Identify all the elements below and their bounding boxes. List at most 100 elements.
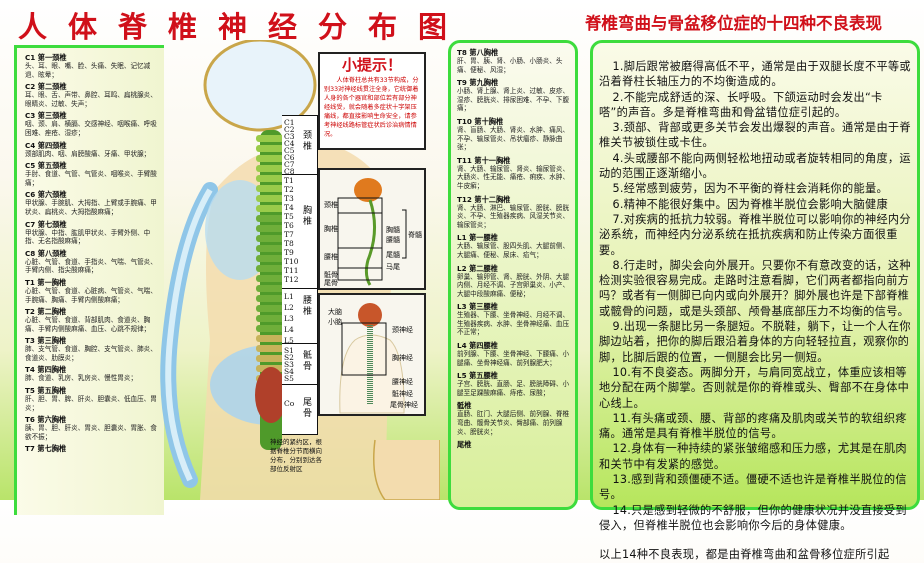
vertebra [256, 255, 286, 262]
vertebra-symptoms: 心脏、气管、食道、背部肌肉、食道炎、胸痛、手臂内侧酸麻痛、血压、心跳不规律； [25, 316, 151, 333]
segment-label: T1 [284, 176, 294, 185]
page-subtitle: 脊椎弯曲与骨盆移位症的十四种不良表现 [585, 14, 882, 33]
vertebra-heading: C1 第一颈椎 [25, 53, 67, 62]
vertebra [256, 175, 286, 182]
region-label: 腰椎 [303, 296, 313, 317]
skull [203, 40, 317, 132]
diagram-label: 大脑 [328, 308, 342, 316]
segment-label: L2 [284, 303, 294, 312]
vertebra-symptoms: 甲状腺、手腕肌、大拇指、上臂或手腕痛、甲状炎、扁桃炎、大拇指酸麻痛； [25, 199, 157, 216]
vertebra-entry: L2 第二腰椎卵巢、输卵管、肾、膀胱、外阴、大腿内侧、月经不调、子宫卵巢炎、小产… [451, 264, 575, 303]
segment-label: C8 [284, 167, 295, 176]
vertebra-entry: 骶椎直肠、肛门、大腿后侧、前列腺、脊椎弯曲、髋骨关节炎、臀部痛、前列腺炎、膀胱炎… [451, 401, 575, 440]
vertebra [256, 335, 286, 342]
segment-label: T7 [284, 230, 294, 239]
vertebra-symptoms: 肝、胆、胃、脾、肝炎、胆囊炎、低血压、胃炎； [25, 395, 157, 412]
vertebra-entry: L4 第四腰椎前列腺、下腰、坐骨神经、下腰痛、小腿痛、坐骨神经痛、前列腺肥大； [451, 341, 575, 371]
vertebra-entry: T5 第五胸椎肝、胆、胃、脾、肝炎、胆囊炎、低血压、胃炎； [17, 386, 164, 415]
symptom-item: 4.头或腰部不能向两侧轻松地扭动或者旋转相同的角度，运动的范围正逐渐缩小。 [599, 151, 911, 181]
segment-label: C6 [284, 153, 295, 162]
vertebra-symptoms: 肾、大肠、输尿管、肾炎、输尿管炎、大肠炎、性无能、痛疮、痢疾、水肿、牛皮癣； [457, 164, 570, 190]
vertebra-symptoms: 前列腺、下腰、坐骨神经、下腰痛、小腿痛、坐骨神经痛、前列腺肥大； [457, 350, 570, 367]
vertebra-symptoms: 直肠、肛门、大腿后侧、前列腺、脊椎弯曲、髋骨关节炎、臀部痛、前列腺炎、膀胱炎； [457, 410, 570, 436]
segment-label: S4 [284, 367, 294, 376]
vertebra [256, 195, 286, 202]
vertebra-heading: L4 第四腰椎 [457, 341, 498, 351]
vertebra [256, 235, 286, 242]
diagram-label: 腰椎 [324, 253, 338, 261]
diagram-label: 颈椎 [324, 201, 338, 209]
diagram-label: 腰髓 [386, 236, 400, 244]
segment-label: T2 [284, 185, 294, 194]
vertebra [256, 185, 286, 192]
brain-icon [354, 178, 382, 202]
vertebra-heading: 尾椎 [457, 440, 472, 450]
segment-label: T12 [284, 275, 299, 284]
vertebra [256, 145, 286, 152]
vertebra-entry: C6 第六颈椎甲状腺、手腕肌、大拇指、上臂或手腕痛、甲状炎、扁桃炎、大拇指酸麻痛… [17, 190, 164, 219]
vertebra [256, 345, 286, 352]
region-label: 尾骨 [303, 398, 313, 419]
vertebra-heading: T6 第六胸椎 [25, 415, 67, 425]
vertebra-heading: C6 第六颈椎 [25, 190, 67, 200]
segment-label: T3 [284, 194, 294, 203]
vertebra-heading: C3 第三颈椎 [25, 111, 67, 121]
vertebra-entry: T11 第十一胸椎肾、大肠、输尿管、肾炎、输尿管炎、大肠炎、性无能、痛疮、痢疾、… [451, 156, 575, 195]
left-arm-bone-inner [165, 188, 213, 482]
vertebra-entry: C8 第八颈椎心脏、气管、食道、手指炎、气喘、气管炎、手臂内侧、指尖酸麻痛； [17, 249, 164, 278]
vertebra-symptoms: 甲状腺、中指、肱肌甲状炎、手臂外侧、中指、无名指酸麻痛； [25, 228, 151, 246]
vertebra-entry: L1 第一腰椎大肠、输尿管、股四头肌、大腿前侧、大腿痛、便秘、尿床、疝气； [451, 233, 575, 263]
vertebra-entry: T4 第四胸椎肺、食道、乳房、乳房炎、慢性胃炎； [17, 365, 164, 386]
vertebra-heading: L5 第五腰椎 [457, 371, 498, 381]
region-label: 颈椎 [303, 131, 313, 152]
diagram-label: 胸髓 [386, 226, 400, 234]
vertebra-heading: L2 第二腰椎 [457, 263, 498, 273]
symptom-item: 14.只是感到轻微的不舒服，但你的健康状况并没直接受到侵入，但脊椎半脱位也会影响… [599, 503, 907, 532]
diagram-label: 尾骨神经 [390, 401, 418, 409]
vertebra-symptoms: 耳、眼、舌、声带、鼻腔、耳鸣、扁桃腺炎、眼睛炎、过敏、失声； [25, 91, 157, 108]
head-brain [358, 303, 382, 327]
segment-label: T4 [284, 203, 294, 212]
diagram-label: 小脑 [328, 318, 342, 326]
symptom-item: 13.感到背和颈僵硬不适。僵硬不适也许是脊椎半脱位的信号。 [599, 473, 907, 502]
vertebra-entry: L3 第三腰椎生殖器、下腰、坐骨神经、月经不调、生殖器疾病、水肿、坐骨神经痛、血… [451, 302, 575, 341]
segment-label: C7 [284, 160, 295, 169]
vertebra-heading: T4 第四胸椎 [25, 365, 67, 375]
vertebra-symptoms: 子宫、膀胱、直肠、足、膀胱障碍、小腿至足踝酸麻痛、痔疮、尿酸； [457, 380, 570, 397]
vertebra-entry: T7 第七胸椎 [17, 444, 164, 456]
diagram-label: 尾髓 [386, 251, 400, 259]
symptom-item: 7.对疾病的抵抗力较弱。脊椎半脱位可以影响你的神经内分泌系统，而神经内分泌系统在… [599, 212, 911, 257]
segment-label: S3 [284, 360, 294, 369]
segment-label: C5 [284, 146, 295, 155]
diagram-label: 骶神经 [392, 390, 413, 398]
vertebra [256, 315, 286, 322]
segment-label: T11 [284, 266, 299, 275]
vertebra-entry: C5 第五颈椎手肘、食道、气管、气管炎、咽喉炎、手臂酸痛； [17, 161, 164, 190]
vertebra-entry: T6 第六胸椎胰、胃、胆、肝炎、胃炎、胆囊炎、胃胀、食欲不振； [17, 415, 164, 444]
diagram-label: 脊髓 [408, 231, 422, 239]
vertebra-entry: C2 第二颈椎耳、眼、舌、声带、鼻腔、耳鸣、扁桃腺炎、眼睛炎、过敏、失声； [17, 82, 164, 111]
symptom-item: 11.有头痛或颈、腰、背部的疼痛及肌肉或关节的软组织疼痛。通常是具有脊椎半脱位的… [599, 411, 907, 441]
vertebra [256, 215, 286, 222]
conclusion: 以上14种不良表现，都是由脊椎弯曲和盆骨移位症所引起 [599, 548, 890, 562]
vertebra [256, 355, 286, 362]
nerve-back-figure [339, 303, 405, 414]
vertebra-heading: L3 第三腰椎 [457, 302, 498, 312]
vertebra-heading: T11 第十一胸椎 [457, 155, 511, 165]
vertebra [256, 325, 286, 332]
hand [373, 439, 440, 500]
symptom-item: 1.脚后跟常被磨得高低不平，通常是由于双腿长度不平等或沿着脊柱长轴压力的不均衡造… [599, 60, 911, 89]
segment-label: L3 [284, 314, 294, 323]
diagram-label: 腰神经 [392, 378, 413, 386]
vertebra-heading: T2 第二胸椎 [25, 307, 67, 317]
region-label: 骶骨 [303, 351, 313, 372]
sacrum [255, 367, 287, 423]
segment-label: L5 [284, 336, 294, 345]
diagram-label: 颈神经 [392, 326, 413, 334]
vertebra-heading: C8 第八颈椎 [25, 248, 67, 258]
vertebra-entry: T8 第八胸椎肝、胃、胰、肾、小肠、小肠炎、头痛、便秘、风湿； [451, 48, 575, 78]
vertebra-heading: T3 第三胸椎 [25, 336, 67, 346]
vertebra [256, 205, 286, 212]
vertebra-symptoms: 肾、盲肠、大肠、肾炎、水肿、痛风、不孕、输尿管炎、吊状瘤疹、静脉曲张； [457, 125, 570, 152]
vertebra-symptoms: 生殖器、下腰、坐骨神经、月经不调、生殖器疾病、水肿、坐骨神经痛、血压不正常； [457, 311, 570, 337]
